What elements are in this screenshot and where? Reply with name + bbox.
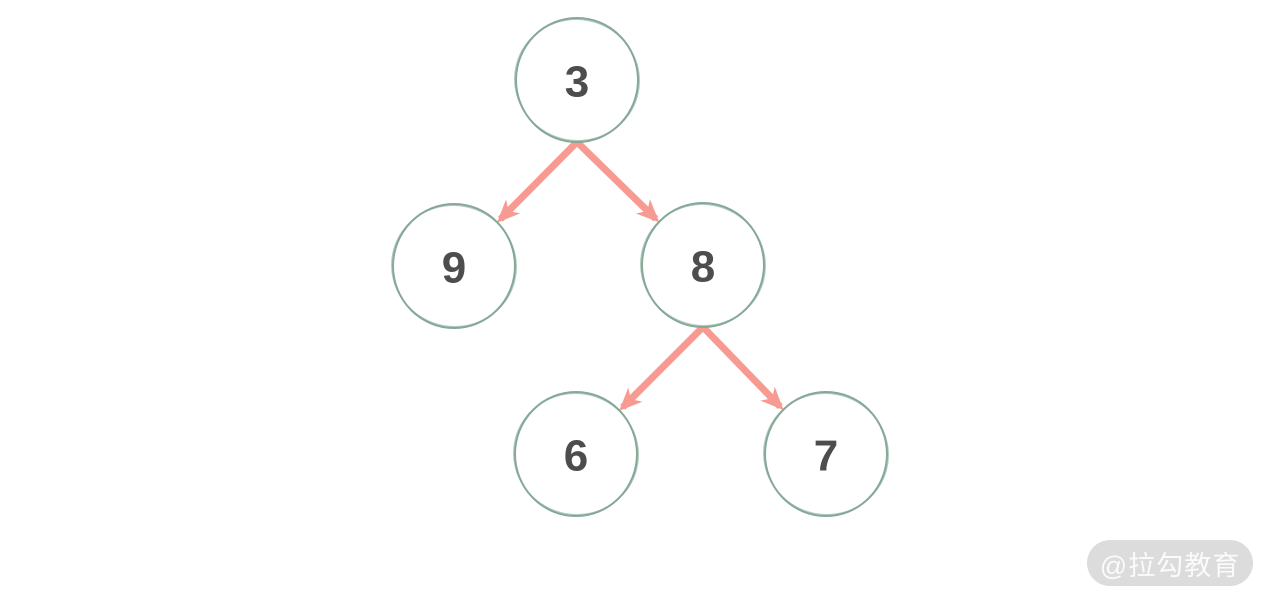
node-circle xyxy=(392,203,516,329)
edge-3-9 xyxy=(496,139,580,223)
node-circle-sketch-line xyxy=(391,204,517,328)
node-label: 9 xyxy=(442,244,466,293)
tree-node-8: 8 xyxy=(640,202,766,328)
edge-8-6 xyxy=(619,324,706,411)
node-circle xyxy=(514,391,638,517)
tree-node-7: 7 xyxy=(763,391,889,517)
node-circle xyxy=(641,202,765,328)
node-label: 7 xyxy=(814,432,838,481)
node-label: 8 xyxy=(691,243,715,292)
node-circle-sketch-line xyxy=(514,18,640,142)
edge-3-8 xyxy=(574,139,660,223)
tree-node-9: 9 xyxy=(391,203,517,329)
node-circle-sketch-line xyxy=(763,392,889,516)
watermark-badge: @拉勾教育 xyxy=(1087,540,1253,586)
node-circle-sketch-line xyxy=(513,392,639,516)
node-circle-sketch-line xyxy=(640,203,766,327)
tree-node-6: 6 xyxy=(513,391,639,517)
tree-node-3: 3 xyxy=(514,17,640,143)
watermark-text: @拉勾教育 xyxy=(1099,550,1241,581)
edge-8-7 xyxy=(700,324,784,411)
node-circle xyxy=(515,17,639,143)
node-label: 3 xyxy=(565,58,589,107)
node-label: 6 xyxy=(564,432,588,481)
node-circle xyxy=(764,391,888,517)
